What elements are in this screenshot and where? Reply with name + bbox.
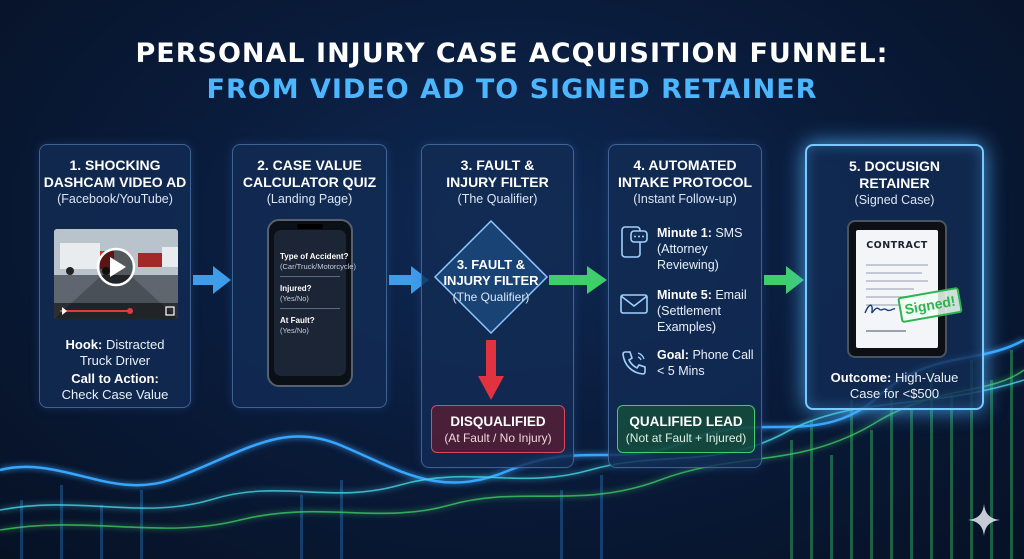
quiz-question-1: Type of Accident? (Car/Truck/Motorcycle) [280, 252, 356, 271]
quiz-question-3: At Fault? (Yes/No) [280, 316, 315, 335]
step-1-card: 1. SHOCKING DASHCAM VIDEO AD (Facebook/Y… [39, 144, 191, 408]
intake-step-phone: Goal: Phone Call < 5 Mins [657, 348, 754, 378]
quiz-question-2: Injured? (Yes/No) [280, 284, 312, 303]
step-3-title-l2: INJURY FILTER [446, 174, 549, 190]
step-2-card: 2. CASE VALUE CALCULATOR QUIZ (Landing P… [232, 144, 387, 408]
intake-step-sms: Minute 1: SMS (Attorney Reviewing) [657, 226, 743, 272]
step-2-title-l1: 2. CASE VALUE [257, 157, 362, 173]
step-5-outcome: Outcome: High-Value Case for <$500 [830, 370, 959, 401]
step-4-title-l2: INTAKE PROTOCOL [617, 174, 753, 190]
quiz-screen: Type of Accident? (Car/Truck/Motorcycle)… [274, 230, 356, 376]
qualified-lead-box: QUALIFIED LEAD (Not at Fault + Injured) [617, 405, 755, 453]
step-2-title-l2: CALCULATOR QUIZ [242, 174, 377, 190]
smartphone-icon: Type of Accident? (Car/Truck/Motorcycle)… [267, 219, 356, 387]
step-4-subtitle: (Instant Follow-up) [633, 192, 737, 206]
filter-diamond-text: 3. FAULT & INJURY FILTER (The Qualifier) [443, 257, 539, 304]
step-5-header: 5. DOCUSIGN RETAINER (Signed Case) [807, 158, 982, 209]
step-4-title-l1: 4. AUTOMATED [633, 157, 737, 173]
tablet-contract-icon: CONTRACT [847, 220, 947, 358]
step-1-subtitle: (Facebook/YouTube) [57, 192, 173, 206]
background-glow-line-green [0, 369, 1024, 531]
step-2-subtitle: (Landing Page) [266, 192, 353, 206]
step-1-title-l2: DASHCAM VIDEO AD [43, 174, 187, 190]
step-4-header: 4. AUTOMATED INTAKE PROTOCOL (Instant Fo… [609, 157, 761, 208]
step-5-title-l2: RETAINER [859, 175, 930, 191]
arrow-step3-to-step4 [549, 266, 607, 294]
arrow-step4-to-step5 [764, 266, 804, 294]
page-title: PERSONAL INJURY CASE ACQUISITION FUNNEL:… [0, 36, 1024, 108]
step-1-cta: Call to Action: Check Case Value [61, 371, 169, 402]
step-1-title-l1: 1. SHOCKING [69, 157, 161, 173]
intake-step-email: Minute 5: Email (Settlement Examples) [657, 288, 747, 334]
qualified-lead-title: QUALIFIED LEAD [629, 414, 743, 429]
title-line-2: FROM VIDEO AD TO SIGNED RETAINER [206, 74, 818, 105]
disqualified-box: DISQUALIFIED (At Fault / No Injury) [431, 405, 565, 453]
arrow-filter-to-disqualified [478, 340, 504, 400]
signature-icon [864, 304, 896, 314]
step-5-subtitle: (Signed Case) [854, 193, 935, 207]
sparkle-icon [968, 504, 1000, 536]
disqualified-sub: (At Fault / No Injury) [444, 431, 552, 445]
filter-diamond [433, 219, 549, 335]
step-5-card: 5. DOCUSIGN RETAINER (Signed Case) CONTR… [805, 144, 984, 410]
step-3-subtitle: (The Qualifier) [457, 192, 538, 206]
step-3-title-l1: 3. FAULT & [460, 157, 535, 173]
arrow-step2-to-step3 [389, 266, 429, 294]
arrow-step1-to-step2 [193, 266, 231, 294]
title-line-1: PERSONAL INJURY CASE ACQUISITION FUNNEL: [135, 38, 889, 69]
phone-call-icon [622, 351, 646, 375]
dashcam-video-play-icon [54, 229, 178, 319]
step-1-header: 1. SHOCKING DASHCAM VIDEO AD (Facebook/Y… [40, 157, 190, 208]
step-2-header: 2. CASE VALUE CALCULATOR QUIZ (Landing P… [233, 157, 386, 208]
step-1-hook: Hook: Distracted Truck Driver [65, 337, 165, 368]
qualified-lead-sub: (Not at Fault + Injured) [625, 431, 747, 445]
sms-chat-icon [621, 226, 648, 258]
envelope-icon [620, 294, 648, 314]
contract-label: CONTRACT [866, 240, 928, 251]
step-5-title-l1: 5. DOCUSIGN [848, 158, 940, 174]
background-glow-line-cyan [0, 379, 1024, 511]
disqualified-title: DISQUALIFIED [450, 414, 546, 429]
step-3-header: 3. FAULT & INJURY FILTER (The Qualifier) [422, 157, 573, 208]
contract-document: CONTRACT [856, 230, 938, 348]
background-bars [20, 350, 1013, 559]
